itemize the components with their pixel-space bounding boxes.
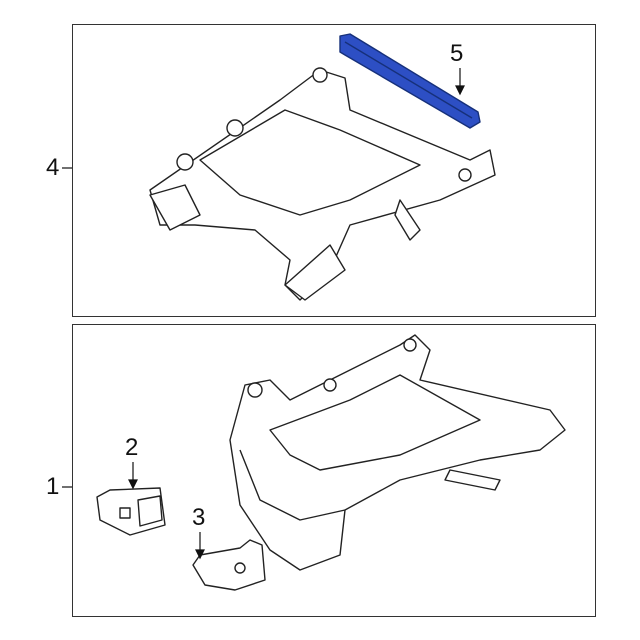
callout-2: 2 bbox=[125, 434, 139, 461]
callout-1: 1 bbox=[46, 473, 60, 500]
bracket-part-3 bbox=[192, 539, 266, 591]
bracket-part-2 bbox=[96, 487, 166, 536]
leader-lines bbox=[62, 68, 465, 560]
callout-3: 3 bbox=[192, 504, 206, 531]
callout-5: 5 bbox=[450, 40, 464, 67]
callout-4: 4 bbox=[46, 154, 60, 181]
crossmember-highlighted bbox=[339, 33, 481, 129]
upper-subframe bbox=[149, 67, 496, 301]
lower-subframe bbox=[229, 334, 566, 571]
